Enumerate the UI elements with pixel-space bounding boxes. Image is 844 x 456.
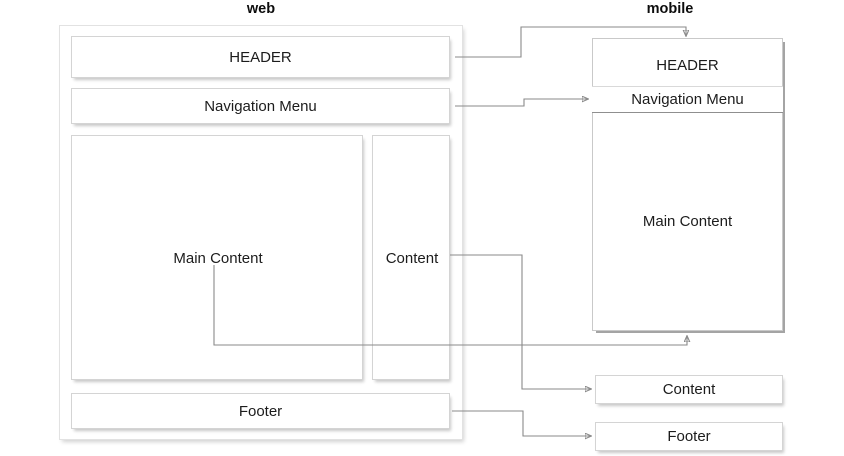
mobile-header-label: HEADER — [656, 56, 719, 74]
connector-content — [450, 254, 591, 389]
mobile-footer-label: Footer — [667, 428, 711, 445]
web-main-content-box[interactable]: Main Content — [71, 135, 363, 380]
connector-main-content — [213, 265, 687, 346]
mobile-content-label: Content — [662, 381, 716, 398]
connector-header — [455, 26, 686, 58]
web-footer-label: Footer — [238, 402, 283, 420]
web-main-content-label: Main Content — [173, 249, 263, 267]
mobile-nav-box[interactable]: Navigation Menu — [592, 86, 783, 113]
web-nav-box[interactable]: Navigation Menu — [71, 88, 450, 124]
mobile-content-box[interactable]: Content — [595, 375, 783, 404]
web-header-label: HEADER — [229, 48, 292, 66]
web-column-title: web — [246, 1, 276, 17]
mobile-main-content-label: Main Content — [642, 212, 733, 230]
web-side-content-label: Content — [385, 249, 439, 267]
mobile-footer-box[interactable]: Footer — [595, 422, 783, 451]
web-header-box[interactable]: HEADER — [71, 36, 450, 78]
mobile-column-title: mobile — [646, 1, 694, 17]
web-side-content-box[interactable]: Content — [372, 135, 450, 380]
mobile-nav-label: Navigation Menu — [631, 91, 744, 108]
connector-nav — [455, 99, 588, 107]
web-nav-label: Navigation Menu — [204, 97, 317, 115]
connector-footer — [452, 410, 591, 436]
web-footer-box[interactable]: Footer — [71, 393, 450, 429]
